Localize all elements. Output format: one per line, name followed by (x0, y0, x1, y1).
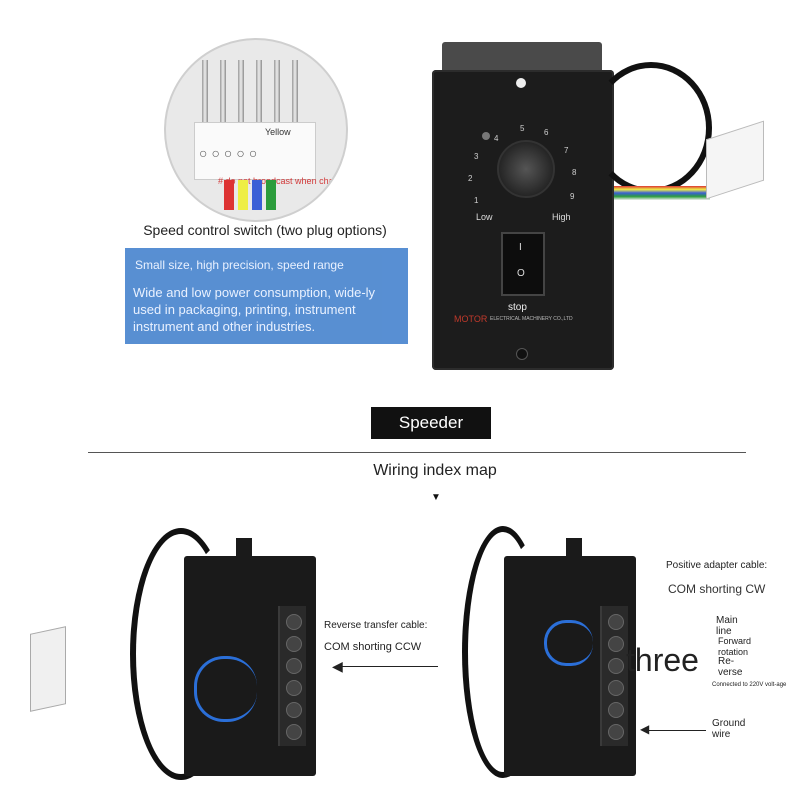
mount-hole (516, 78, 526, 88)
connector-pin (256, 60, 262, 130)
main-line-label: Main line (716, 615, 738, 637)
left-plug (30, 626, 66, 712)
jumper-wire (194, 656, 257, 722)
mount-hole (516, 348, 528, 360)
ground-arrow (648, 730, 706, 731)
power-switch[interactable]: I O (501, 232, 545, 296)
maker-label: ELECTRICAL MACHINERY CO.,LTD (490, 316, 573, 322)
wire-red (224, 180, 234, 210)
connector-pin (220, 60, 226, 130)
dial-number: 5 (520, 124, 525, 133)
brand-label: MOTOR (454, 314, 488, 324)
wiring-heading: Wiring index map (373, 462, 497, 479)
dial-number: 9 (570, 192, 575, 201)
switch-on-mark: I (519, 242, 522, 253)
dial-number: 4 (494, 134, 499, 143)
jumper-wire (544, 620, 593, 666)
right-cable (462, 526, 544, 778)
connector-pin (292, 60, 298, 130)
dial-number: 6 (544, 128, 549, 137)
terminal-screw (608, 614, 624, 630)
terminal-screw (286, 614, 302, 630)
terminal-screw (286, 636, 302, 652)
arrow-left-icon: ◀ (640, 722, 650, 736)
terminal-screw (286, 658, 302, 674)
left-controller-back (184, 556, 316, 776)
left-cable-label: Reverse transfer cable: (324, 620, 428, 631)
high-label: High (552, 212, 571, 222)
down-arrow-icon: ▼ (431, 492, 441, 503)
connector-caption: Speed control switch (two plug options) (143, 222, 387, 238)
terminal-screw (608, 636, 624, 652)
dial-number: 1 (474, 196, 479, 205)
terminal-screw (608, 724, 624, 740)
section-title: Speeder (371, 407, 491, 439)
connector-housing: Yellow ○○○○○ (194, 122, 316, 180)
terminal-screw (286, 680, 302, 696)
dial-number: 3 (474, 152, 479, 161)
right-cable-label: Positive adapter cable: (666, 560, 768, 571)
indicator-led (482, 132, 490, 140)
terminal-screw (286, 724, 302, 740)
voltage-label: Connected to 220V volt-age (712, 682, 787, 688)
speed-knob[interactable] (497, 140, 555, 198)
feature-box: Small size, high precision, speed range … (125, 248, 408, 344)
terminal-screw (608, 658, 624, 674)
feature-line-2: Wide and low power consumption, wide-ly … (133, 285, 376, 334)
colored-wires (614, 186, 710, 200)
left-shorting-label: COM shorting CCW (324, 641, 422, 653)
dial-number: 8 (572, 168, 577, 177)
connector-pin (238, 60, 244, 130)
left-cable (130, 528, 232, 780)
wire-green (266, 180, 276, 210)
right-mount-tab (566, 538, 582, 558)
speed-controller: 1 2 3 4 5 6 7 8 9 Low High stop MOTOR EL… (432, 70, 614, 370)
stop-label: stop (508, 302, 527, 313)
forward-label: Forward rotation (718, 636, 752, 657)
arrow-left-icon: ◀ (332, 658, 343, 674)
wire-symbols: ○○○○○ (199, 145, 262, 161)
wire-yellow (238, 180, 248, 210)
connector-photo: Yellow ○○○○○ # do not broadcast when cha… (164, 38, 348, 222)
left-mount-tab (236, 538, 252, 558)
ground-label: Ground wire (712, 718, 746, 740)
left-arrow (342, 666, 438, 667)
terminal-block (600, 606, 628, 746)
reverse-label: Re-verse (718, 656, 743, 678)
connector-pin (202, 60, 208, 130)
terminal-screw (608, 702, 624, 718)
low-label: Low (476, 212, 493, 222)
controller-top (442, 42, 602, 74)
dial-number: 7 (564, 146, 569, 155)
switch-off-mark: O (517, 268, 525, 279)
wire-plug (706, 120, 764, 200)
right-controller-back (504, 556, 636, 776)
controller-cable (590, 62, 712, 194)
terminal-screw (286, 702, 302, 718)
connector-pin (274, 60, 280, 130)
yellow-label: Yellow (265, 127, 291, 137)
watermark-text: # do not broadcast when charged (218, 176, 348, 186)
wire-blue (252, 180, 262, 210)
terminal-block (278, 606, 306, 746)
overlay-text: three (626, 642, 699, 678)
dial-number: 2 (468, 174, 473, 183)
terminal-screw (608, 680, 624, 696)
right-shorting-label: COM shorting CW (668, 582, 766, 596)
feature-line-1: Small size, high precision, speed range (135, 258, 344, 272)
divider (88, 452, 746, 453)
